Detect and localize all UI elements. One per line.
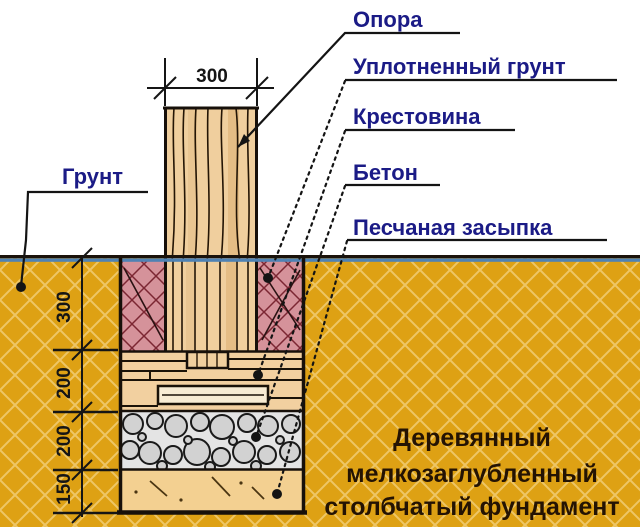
ground-label: Грунт: [62, 164, 123, 189]
post-tenon-grain: [196, 353, 218, 367]
concrete-label: Бетон: [353, 160, 418, 185]
sand-speckles: [134, 476, 265, 502]
depth-dimension-lines: [53, 247, 118, 524]
compacted-soil-leader: [266, 79, 347, 280]
support-leader: [237, 31, 460, 148]
top-width-value: 300: [196, 66, 228, 87]
post-outline: [163, 106, 259, 352]
crosspiece-dot: [253, 370, 263, 380]
waterline: [0, 258, 640, 262]
leader-lines: [16, 31, 617, 499]
top-width-dimension: [147, 58, 274, 106]
compacted-soil-dot: [263, 273, 273, 283]
wooden-post: [163, 106, 259, 370]
ground-soil: [0, 255, 640, 527]
sand-leader: [275, 239, 349, 496]
depth-200b-label: 200: [54, 425, 75, 457]
depth-200a-label: 200: [54, 367, 75, 399]
crosspiece-label: Крестовина: [353, 104, 481, 129]
depth-150-label: 150: [54, 473, 75, 505]
support-arrowhead: [238, 134, 250, 147]
title-line-3: столбчатый фундамент: [324, 493, 619, 521]
ground-dot: [16, 282, 26, 292]
post-body-below: [166, 261, 256, 352]
diagram-title: Деревянный мелкозаглубленный столбчатый …: [324, 424, 619, 521]
title-line-2: мелкозаглубленный: [346, 460, 598, 488]
post-body-above: [166, 108, 256, 262]
sand-dot: [272, 489, 282, 499]
sky-background: [0, 0, 640, 258]
crosspiece-leader: [256, 129, 347, 377]
pit-layers: [120, 261, 302, 512]
pit-outline: [117, 258, 307, 515]
concrete-leader: [254, 184, 347, 439]
sand-label: Песчаная засыпка: [353, 215, 553, 240]
title-line-1: Деревянный: [393, 424, 551, 452]
ground-surface-line: [0, 255, 640, 259]
post-grain-below: [172, 261, 249, 352]
post-grain-above: [171, 108, 250, 262]
compacted-soil-label: Уплотненный грунт: [353, 54, 566, 79]
gravel-stones: [120, 412, 301, 473]
support-label: Опора: [353, 7, 423, 32]
ground-leader: [19, 190, 148, 287]
concrete-dot: [251, 432, 261, 442]
depth-300-label: 300: [54, 291, 75, 323]
leader-dots: [16, 273, 282, 499]
